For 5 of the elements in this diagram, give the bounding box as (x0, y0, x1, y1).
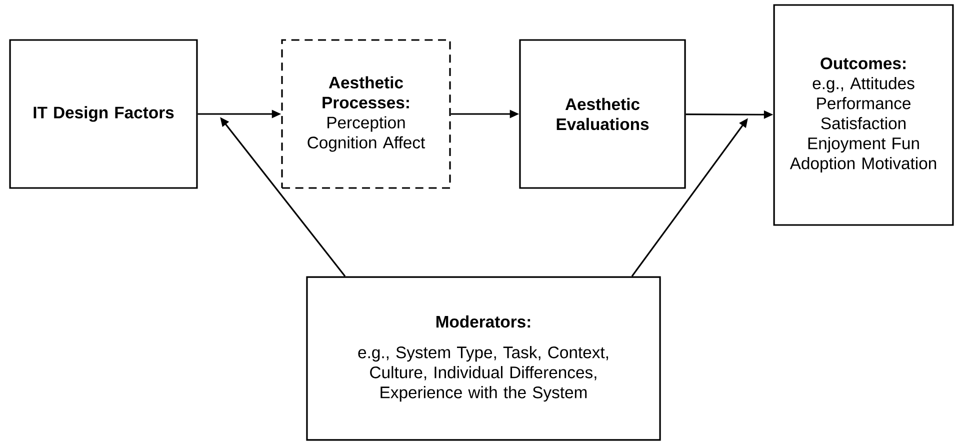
process-box: Aesthetic Evaluations (519, 39, 686, 189)
process-box: Moderators: e.g., System Type, Task, Context, Culture, Individual Differences, Experience with the System (306, 276, 661, 441)
process-box: Aesthetic Processes: Perception Cognition Affect (281, 39, 451, 189)
process-box: Outcomes: e.g., Attitudes Performance Satisfaction Enjoyment Fun Adoption Motivation (773, 4, 954, 226)
process-box: IT Design Factors (9, 39, 198, 189)
